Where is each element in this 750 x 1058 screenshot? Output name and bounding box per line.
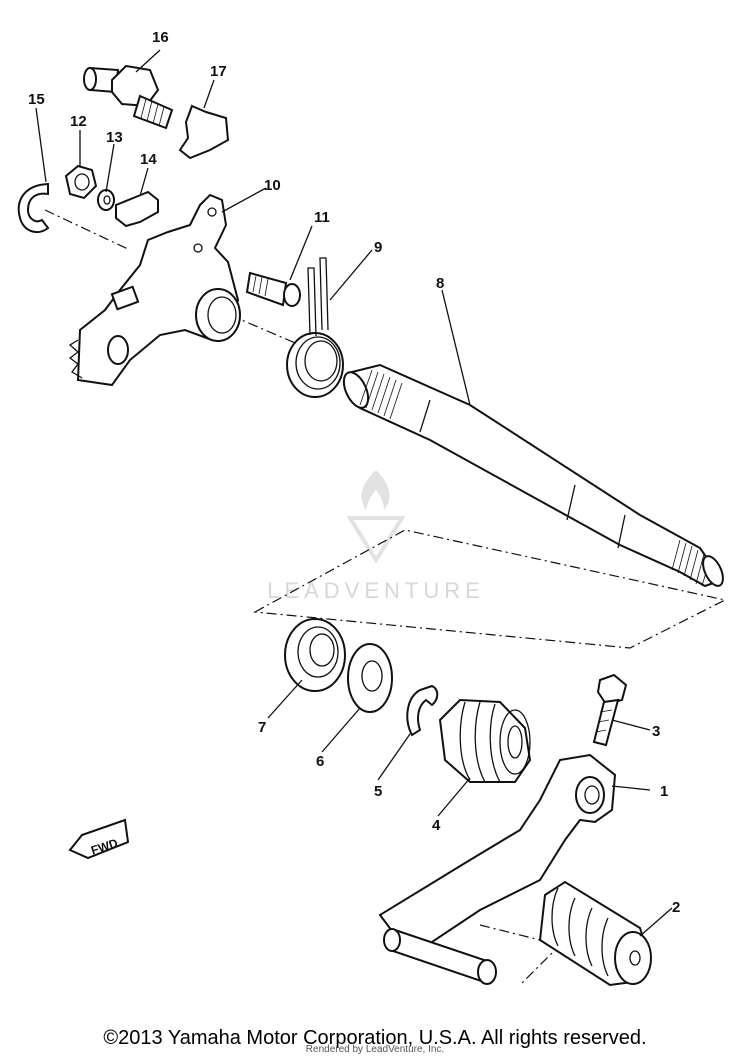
watermark-v-icon [346,516,406,564]
callout-12: 12 [70,113,87,130]
pedal-rubber [538,880,652,987]
callout-3: 3 [652,723,660,740]
callout-17: 17 [210,63,227,80]
callout-4: 4 [432,817,441,834]
stopper-roller [178,104,230,160]
callout-9: 9 [374,239,382,256]
callout-8: 8 [436,275,444,292]
circlip-small [17,182,50,234]
callout-labels: 1 2 3 4 5 6 7 8 9 10 11 12 13 14 15 16 1… [28,29,680,916]
watermark-text: LEADVENTURE [267,578,485,603]
pin [245,271,301,307]
oil-seal [284,618,346,692]
forward-direction-badge: FWD [68,818,130,860]
stopper-bolt [83,64,174,130]
callout-10: 10 [264,177,281,194]
callout-16: 16 [152,29,169,46]
pinch-bolt [592,673,628,747]
rendered-by-credit: Rendered by LeadVenture, Inc. [306,1044,444,1055]
return-spring [286,257,344,398]
lock-washer [97,189,115,211]
callout-11: 11 [314,209,330,226]
plain-washer [347,643,393,713]
nut [64,164,98,200]
rubber-boot [438,698,532,783]
shift-arm-assembly [68,193,241,387]
circlip [406,684,439,737]
callout-2: 2 [672,899,680,916]
stopper-plate [115,190,159,228]
shaft-spline-top [359,369,403,420]
watermark: LEADVENTURE [267,470,485,603]
watermark-flame-icon [361,470,390,510]
callout-14: 14 [140,151,157,168]
callout-13: 13 [106,129,123,146]
copyright-notice: ©2013 Yamaha Motor Corporation, U.S.A. A… [103,1027,646,1049]
shift-pedal [378,753,617,985]
callout-15: 15 [28,91,45,108]
callout-1: 1 [660,783,668,800]
callout-7: 7 [258,719,266,736]
shift-shaft [342,363,724,588]
callout-5: 5 [374,783,382,800]
callout-6: 6 [316,753,324,770]
leader-lines [35,49,673,937]
